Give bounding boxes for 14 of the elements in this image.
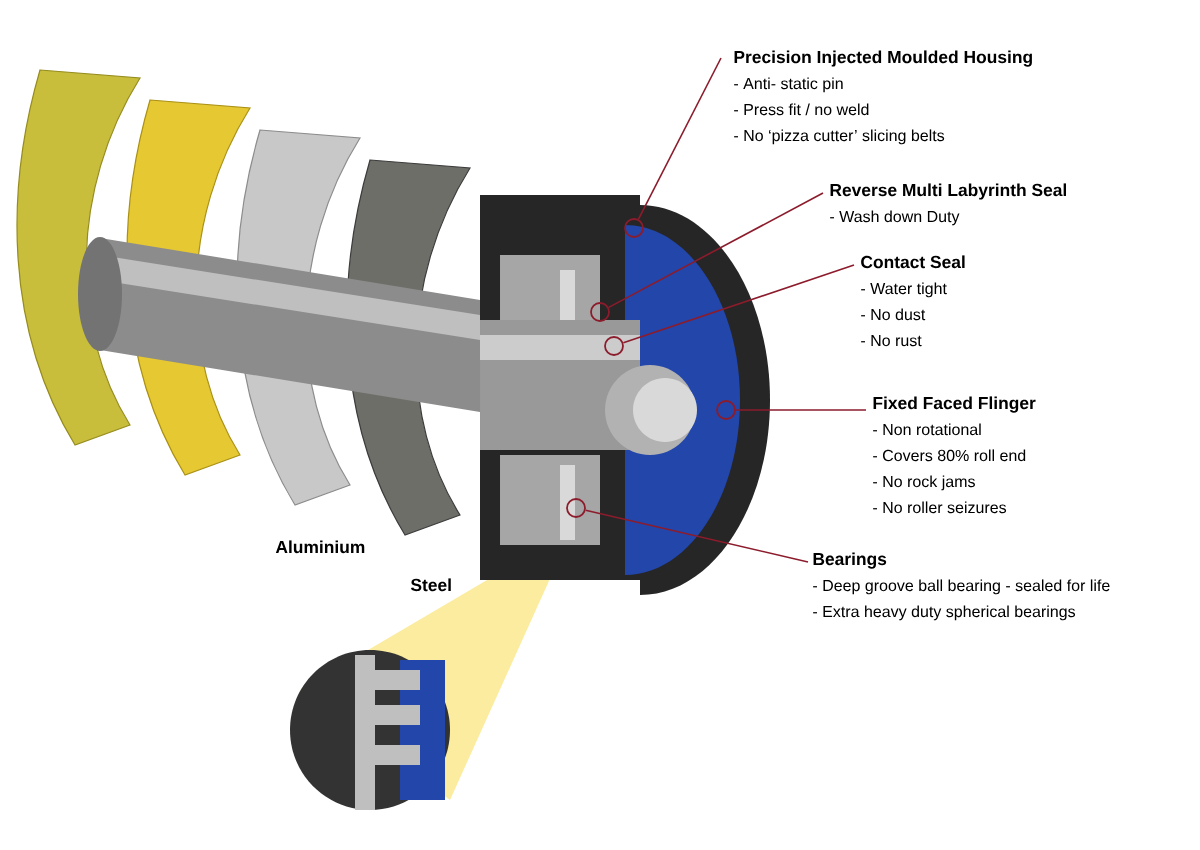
callout-text: Fixed Faced Flinger - Non rotational - Covers 80% roll end - No rock jams - No roller seizures — [873, 396, 1036, 514]
target-ring — [604, 336, 624, 356]
material-label: Steel — [410, 578, 451, 592]
material-label: Aluminium — [275, 540, 365, 554]
target-ring — [590, 302, 610, 322]
leader-line — [607, 192, 824, 309]
callout-text: Reverse Multi Labyrinth Seal - Wash down Duty — [830, 183, 1067, 226]
callout-text: Precision Injected Moulded Housing - Anti- static pin - Press fit / no weld - No ‘pizza cutter’ slicing belts — [734, 50, 1032, 145]
target-ring — [566, 498, 586, 518]
target-ring — [716, 400, 736, 420]
callout-text: Contact Seal - Water tight - No dust - No rust — [861, 255, 965, 347]
callout-text: Bearings - Deep groove ball bearing - sealed for life - Extra heavy duty spherical bearings — [813, 552, 1110, 621]
target-ring — [624, 218, 644, 238]
leader-line — [735, 409, 867, 411]
